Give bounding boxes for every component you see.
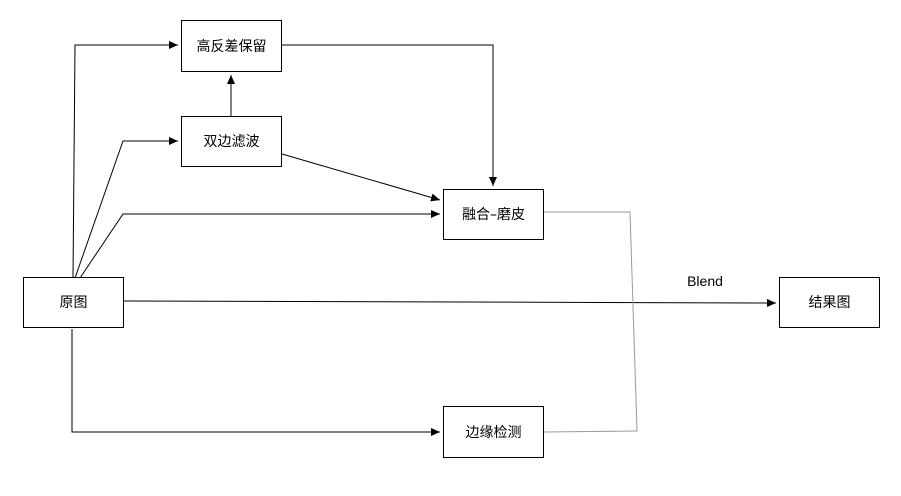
edge-source-to-edge-detect <box>71 329 440 436</box>
edge-bilateral-to-merge <box>281 153 441 202</box>
blend-label: Blend <box>687 273 723 289</box>
edge-source-to-bilateral <box>74 137 178 279</box>
node-bilateral-label: 双边滤波 <box>204 134 260 150</box>
node-source-label: 原图 <box>60 295 88 311</box>
edge-source-to-result <box>123 298 777 307</box>
node-bilateral: 双边滤波 <box>181 116 282 167</box>
node-result-label: 结果图 <box>809 295 851 311</box>
node-result: 结果图 <box>779 277 880 328</box>
node-merge: 融合–磨皮 <box>443 189 544 240</box>
edge-high-pass-to-merge <box>282 44 497 186</box>
edge-source-to-high-pass <box>72 41 178 279</box>
node-edge-detect: 边缘检测 <box>443 406 544 458</box>
node-high-pass-label: 高反差保留 <box>197 38 267 55</box>
edge-merge-edge-detect-connector <box>543 211 638 433</box>
node-edge-detect-label: 边缘检测 <box>466 425 522 441</box>
node-merge-label: 融合–磨皮 <box>462 207 525 223</box>
edge-source-to-merge <box>79 210 440 279</box>
node-high-pass: 高反差保留 <box>181 20 282 72</box>
edges <box>71 41 777 436</box>
node-source: 原图 <box>23 277 124 328</box>
